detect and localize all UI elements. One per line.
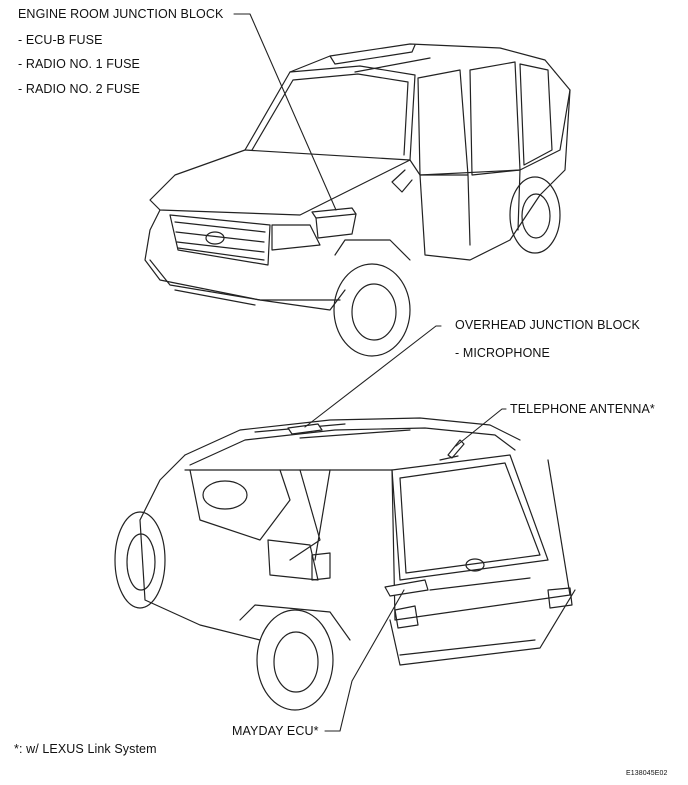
leader-lines bbox=[233, 13, 507, 732]
figure-code: E138045E02 bbox=[626, 770, 668, 777]
overhead-item-1: - MICROPHONE bbox=[455, 346, 550, 360]
engine-room-item-3: - RADIO NO. 2 FUSE bbox=[18, 82, 140, 96]
footnote: *: w/ LEXUS Link System bbox=[14, 742, 157, 756]
engine-room-item-2: - RADIO NO. 1 FUSE bbox=[18, 57, 140, 71]
engine-room-block-title: ENGINE ROOM JUNCTION BLOCK bbox=[18, 7, 224, 21]
overhead-block-title: OVERHEAD JUNCTION BLOCK bbox=[455, 318, 640, 332]
mayday-ecu-label: MAYDAY ECU* bbox=[232, 724, 319, 738]
engine-room-item-1: - ECU-B FUSE bbox=[18, 33, 103, 47]
front-vehicle-drawing bbox=[144, 43, 571, 357]
telephone-antenna-label: TELEPHONE ANTENNA* bbox=[510, 402, 655, 416]
rear-vehicle-drawing bbox=[114, 417, 576, 711]
